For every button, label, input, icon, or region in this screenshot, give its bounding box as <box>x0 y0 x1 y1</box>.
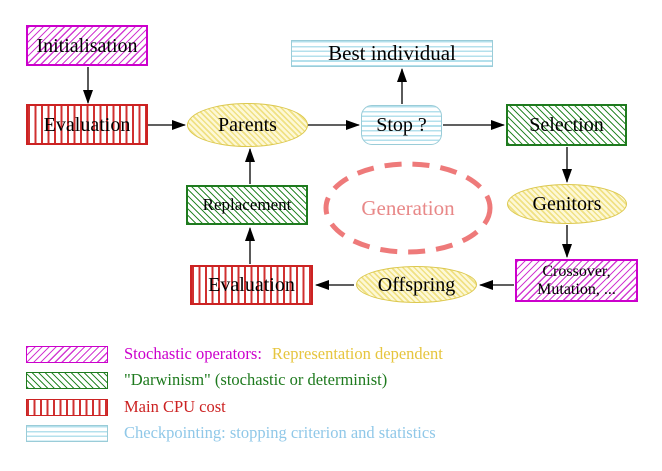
legend-label-darwinism: "Darwinism" (stochastic or determinist) <box>124 370 388 389</box>
legend-row-darwinism: "Darwinism" (stochastic or determinist) <box>26 370 388 389</box>
legend-swatch-green-hatch <box>26 371 108 389</box>
legend-label-cpu-cost: Main CPU cost <box>124 397 226 416</box>
node-parents-label: Parents <box>218 114 277 136</box>
node-crossover-line2: Mutation, ... <box>537 280 616 298</box>
legend-swatch-red-stripes <box>26 398 108 416</box>
legend-row-cpu-cost: Main CPU cost <box>26 397 226 416</box>
node-initialisation-label: Initialisation <box>36 34 138 57</box>
node-crossover-line1: Crossover, <box>542 262 611 280</box>
node-best-individual: Best individual <box>291 40 493 67</box>
node-evaluation-bottom-label: Evaluation <box>208 274 295 296</box>
legend-label-representation-dependent: Representation dependent <box>271 344 443 363</box>
node-replacement: Replacement <box>186 185 308 225</box>
legend-row-checkpointing: Checkpointing: stopping criterion and st… <box>26 423 436 442</box>
legend-swatch-cyan-stripes <box>26 424 108 442</box>
node-best-individual-label: Best individual <box>328 40 456 65</box>
generation-dashed-ellipse <box>323 161 493 255</box>
legend-text-stochastic: Stochastic operators: Representation depe… <box>124 344 443 364</box>
legend-label-checkpointing: Checkpointing: stopping criterion and st… <box>124 423 436 442</box>
node-crossover-mutation: Crossover, Mutation, ... <box>515 259 638 302</box>
node-evaluation-top-label: Evaluation <box>43 113 131 136</box>
generation-label: Generation <box>361 196 455 220</box>
node-offspring: Offspring <box>356 266 477 303</box>
node-genitors-label: Genitors <box>532 193 602 215</box>
node-genitors: Genitors <box>507 184 627 224</box>
node-selection-label: Selection <box>529 114 604 136</box>
node-initialisation: Initialisation <box>26 25 148 66</box>
node-evaluation-bottom: Evaluation <box>190 265 313 305</box>
node-stop-label: Stop ? <box>376 114 427 136</box>
node-evaluation-top: Evaluation <box>26 104 148 145</box>
node-offspring-label: Offspring <box>377 273 456 296</box>
node-parents: Parents <box>187 103 308 147</box>
node-selection: Selection <box>506 104 627 146</box>
node-stop: Stop ? <box>361 105 442 145</box>
legend-label-stochastic-operators: Stochastic operators: <box>124 344 262 363</box>
legend-row-stochastic-operators: Stochastic operators: Representation depe… <box>26 344 443 364</box>
node-replacement-label: Replacement <box>202 194 292 214</box>
legend-swatch-magenta-hatch <box>26 345 108 363</box>
